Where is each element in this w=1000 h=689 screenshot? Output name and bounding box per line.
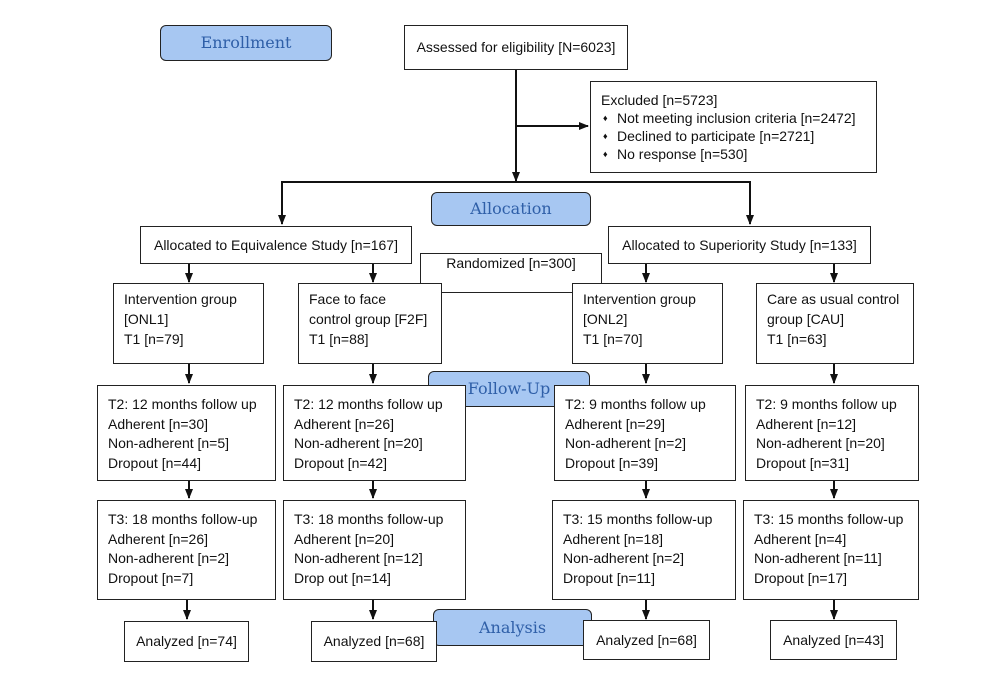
superiority-study-box: Allocated to Superiority Study [n=133] [608, 226, 871, 264]
t2-box-cau: T2: 9 months follow up Adherent [n=12] N… [745, 385, 919, 481]
t3-line: Dropout [n=7] [108, 569, 194, 586]
t2-line: Dropout [n=31] [756, 454, 850, 471]
excluded-box: Excluded [n=5723] Not meeting inclusion … [590, 81, 877, 173]
t2-line: Dropout [n=39] [565, 454, 659, 471]
group-line: Face to face [309, 291, 387, 307]
equivalence-study-box: Allocated to Equivalence Study [n=167] [140, 226, 412, 264]
group-line: [ONL1] [124, 311, 169, 327]
excluded-list: Not meeting inclusion criteria [n=2472] … [601, 109, 866, 163]
t2-line: Non-adherent [n=5] [108, 435, 230, 451]
group-box-cau: Care as usual control group [CAU] T1 [n=… [756, 283, 914, 364]
t2-box-onl2: T2: 9 months follow up Adherent [n=29] N… [554, 385, 736, 481]
t2-line: T2: 9 months follow up [756, 396, 897, 412]
t2-line: Non-adherent [n=2] [565, 435, 687, 451]
t2-line: Adherent [n=12] [756, 415, 857, 432]
t3-box-onl1: T3: 18 months follow-up Adherent [n=26] … [97, 500, 276, 600]
group-box-f2f: Face to face control group [F2F] T1 [n=8… [298, 283, 442, 364]
stage-analysis: Analysis [433, 609, 592, 646]
analyzed-box-onl2: Analyzed [n=68] [583, 620, 710, 660]
t3-line: Non-adherent [n=12] [294, 550, 423, 566]
t3-line: Non-adherent [n=11] [754, 550, 882, 566]
stage-enrollment: Enrollment [160, 25, 332, 61]
group-line: [ONL2] [583, 311, 628, 327]
group-line: Intervention group [583, 291, 696, 307]
analyzed-box-f2f: Analyzed [n=68] [311, 621, 437, 662]
t2-line: T2: 12 months follow up [294, 396, 443, 412]
group-box-onl2: Intervention group [ONL2] T1 [n=70] [572, 283, 723, 364]
group-line: T1 [n=70] [583, 331, 643, 347]
group-line: Care as usual control [767, 291, 900, 307]
assessed-box: Assessed for eligibility [N=6023] [404, 25, 628, 70]
excluded-title: Excluded [n=5723] [601, 92, 718, 108]
randomized-label: Randomized [n=300] [446, 255, 576, 271]
group-line: T1 [n=88] [309, 331, 369, 347]
connector-split [281, 181, 751, 222]
group-line: Intervention group [124, 291, 237, 307]
t3-line: Adherent [n=4] [754, 530, 847, 547]
analyzed-box-onl1: Analyzed [n=74] [124, 621, 249, 662]
t3-line: Drop out [n=14] [294, 569, 391, 586]
randomized-box: Randomized [n=300] [420, 253, 602, 293]
t3-box-cau: T3: 15 months follow-up Adherent [n=4] N… [743, 500, 919, 600]
t3-line: Adherent [n=20] [294, 530, 395, 547]
t3-line: Adherent [n=18] [563, 530, 664, 547]
t2-box-f2f: T2: 12 months follow up Adherent [n=26] … [283, 385, 466, 481]
t2-line: T2: 12 months follow up [108, 396, 257, 412]
group-line: T1 [n=79] [124, 331, 184, 347]
t3-line: Non-adherent [n=2] [108, 550, 230, 566]
t2-box-onl1: T2: 12 months follow up Adherent [n=30] … [97, 385, 276, 481]
t3-box-onl2: T3: 15 months follow-up Adherent [n=18] … [552, 500, 736, 600]
t2-line: Adherent [n=29] [565, 415, 666, 432]
t3-line: Non-adherent [n=2] [563, 550, 685, 566]
stage-allocation: Allocation [431, 192, 591, 226]
t2-line: Dropout [n=42] [294, 454, 388, 471]
t2-line: Adherent [n=26] [294, 415, 395, 432]
t3-line: T3: 15 months follow-up [563, 511, 713, 527]
group-box-onl1: Intervention group [ONL1] T1 [n=79] [113, 283, 264, 364]
t3-line: T3: 15 months follow-up [754, 511, 904, 527]
t2-line: T2: 9 months follow up [565, 396, 706, 412]
t2-line: Dropout [n=44] [108, 454, 202, 471]
t2-line: Non-adherent [n=20] [294, 435, 423, 451]
excluded-item: Not meeting inclusion criteria [n=2472] [601, 109, 866, 127]
t2-line: Adherent [n=30] [108, 415, 209, 432]
t2-line: Non-adherent [n=20] [756, 435, 885, 451]
t3-line: Dropout [n=17] [754, 569, 848, 586]
t3-line: T3: 18 months follow-up [108, 511, 258, 527]
group-line: control group [F2F] [309, 311, 428, 327]
t3-line: Adherent [n=26] [108, 530, 209, 547]
group-line: group [CAU] [767, 311, 845, 327]
t3-line: Dropout [n=11] [563, 569, 655, 586]
analyzed-box-cau: Analyzed [n=43] [770, 620, 897, 660]
group-line: T1 [n=63] [767, 331, 827, 347]
t3-line: T3: 18 months follow-up [294, 511, 444, 527]
excluded-item: Declined to participate [n=2721] [601, 127, 866, 145]
t3-box-f2f: T3: 18 months follow-up Adherent [n=20] … [283, 500, 466, 600]
excluded-item: No response [n=530] [601, 145, 866, 163]
